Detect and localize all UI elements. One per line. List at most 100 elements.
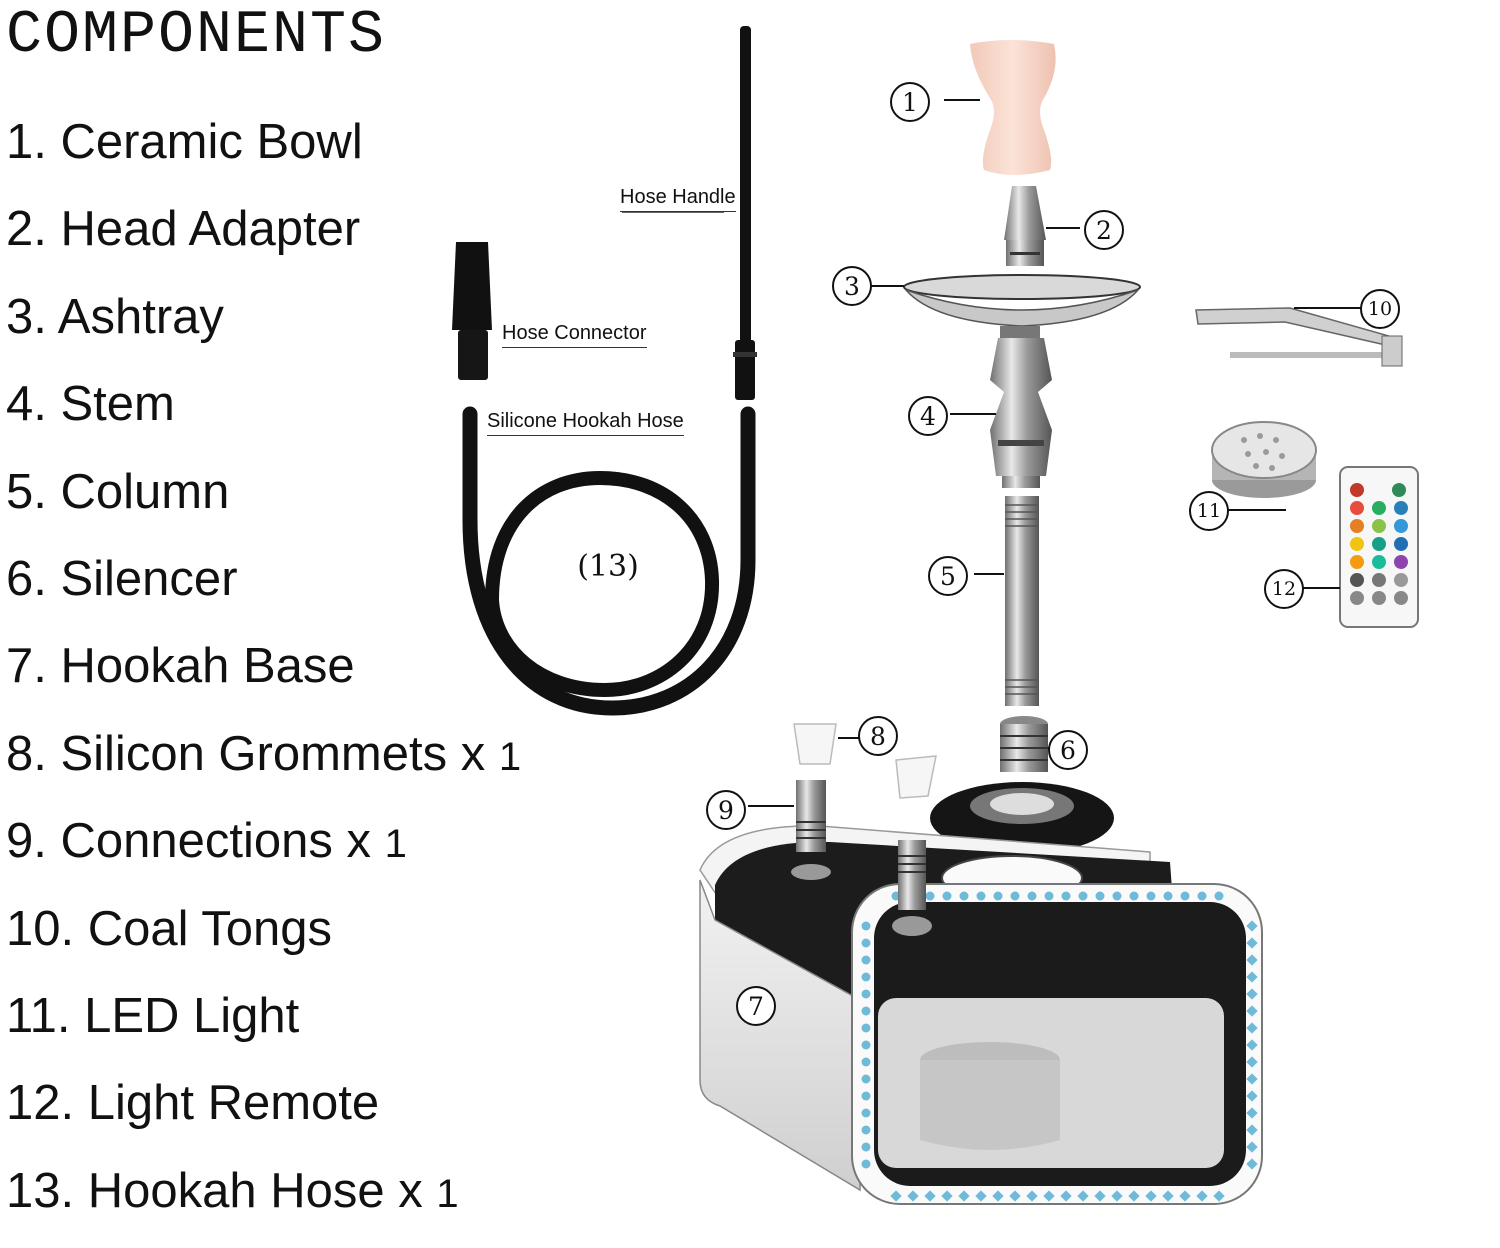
remote-button (1394, 519, 1408, 533)
led-dot (861, 938, 871, 948)
led-dot (1179, 1190, 1191, 1202)
hose-handle-label: Hose Handle (620, 186, 736, 212)
remote-button (1372, 573, 1386, 587)
light-remote (1339, 466, 1419, 628)
led-dot (1246, 1073, 1258, 1085)
led-dot (861, 1091, 871, 1101)
led-dot (861, 955, 871, 965)
led-dot (1246, 954, 1258, 966)
list-item: 8. Silicon Grommets x 1 (6, 726, 522, 781)
head-adapter (1004, 186, 1046, 266)
callout-12: 12 (1264, 569, 1304, 609)
remote-button (1372, 501, 1386, 515)
led-dot (1213, 1190, 1225, 1202)
list-item: 7. Hookah Base (6, 639, 355, 694)
remote-button (1394, 573, 1408, 587)
remote-button (1394, 501, 1408, 515)
led-dot (861, 1023, 871, 1033)
led-dot (1246, 1090, 1258, 1102)
callout-10: 10 (1360, 289, 1400, 329)
led-dot (1246, 1107, 1258, 1119)
led-dot (861, 989, 871, 999)
led-dot (1129, 891, 1139, 901)
list-item: 2. Head Adapter (6, 202, 361, 257)
led-dot (1111, 1190, 1123, 1202)
led-dot (925, 891, 935, 901)
led-dot (861, 1108, 871, 1118)
callout-5: 5 (928, 556, 968, 596)
led-dot (1026, 1190, 1038, 1202)
remote-button (1394, 555, 1408, 569)
led-dot (993, 891, 1003, 901)
column (1005, 496, 1039, 706)
led-dot (861, 1142, 871, 1152)
remote-button (1372, 537, 1386, 551)
led-dot (1146, 891, 1156, 901)
led-dot (1043, 1190, 1055, 1202)
led-dot (861, 921, 871, 931)
led-dot (1246, 1005, 1258, 1017)
led-light (1211, 421, 1317, 498)
remote-button (1372, 555, 1386, 569)
led-dot (1077, 1190, 1089, 1202)
page-title: COMPONENTS (6, 2, 387, 70)
remote-button (1350, 483, 1364, 497)
callout-6: 6 (1048, 730, 1088, 770)
led-dot (861, 972, 871, 982)
led-dot (924, 1190, 936, 1202)
list-item: 4. Stem (6, 377, 175, 432)
hose-connector-label: Hose Connector (502, 322, 647, 348)
remote-button (1350, 501, 1364, 515)
led-dot (1246, 920, 1258, 932)
led-dot (1246, 1022, 1258, 1034)
callout-4: 4 (908, 396, 948, 436)
led-dot (942, 891, 952, 901)
led-dot (1027, 891, 1037, 901)
remote-button (1350, 519, 1364, 533)
led-dot (1095, 891, 1105, 901)
led-dot (976, 891, 986, 901)
components-list: 1. Ceramic Bowl 2. Head Adapter 3. Ashtr… (6, 112, 521, 1248)
led-dot (1061, 891, 1071, 901)
coal-tongs (1195, 307, 1403, 367)
led-dot (1246, 1124, 1258, 1136)
led-dot (941, 1190, 953, 1202)
led-dot (1009, 1190, 1021, 1202)
led-dot (975, 1190, 987, 1202)
list-item: 10. Coal Tongs (6, 901, 332, 956)
callout-11: 11 (1189, 491, 1229, 531)
led-dot (1246, 1141, 1258, 1153)
stem (990, 326, 1052, 488)
list-item: 6. Silencer (6, 551, 238, 606)
callout-3: 3 (832, 266, 872, 306)
remote-button (1350, 537, 1364, 551)
silicone-hose (462, 406, 756, 716)
led-dot (1010, 891, 1020, 901)
remote-button (1392, 483, 1406, 497)
remote-button (1394, 537, 1408, 551)
remote-button (1350, 573, 1364, 587)
led-dot (958, 1190, 970, 1202)
led-dot (861, 1125, 871, 1135)
led-dot (890, 1190, 902, 1202)
led-dot (861, 1040, 871, 1050)
led-dot (1162, 1190, 1174, 1202)
base-plate (930, 782, 1114, 870)
list-item: 5. Column (6, 464, 230, 519)
led-dot (1196, 1190, 1208, 1202)
led-dot (1246, 971, 1258, 983)
callout-13: (13) (577, 548, 639, 584)
led-dot (1246, 1056, 1258, 1068)
callout-7: 7 (736, 986, 776, 1026)
silicone-hose-label: Silicone Hookah Hose (487, 410, 684, 436)
list-item: 3. Ashtray (6, 289, 224, 344)
led-dot (861, 1074, 871, 1084)
led-dot (1078, 891, 1088, 901)
led-dot (959, 891, 969, 901)
led-dot (1246, 1039, 1258, 1051)
hose-connector (452, 242, 492, 380)
remote-button (1372, 591, 1386, 605)
callout-9: 9 (706, 790, 746, 830)
led-dot (861, 1006, 871, 1016)
